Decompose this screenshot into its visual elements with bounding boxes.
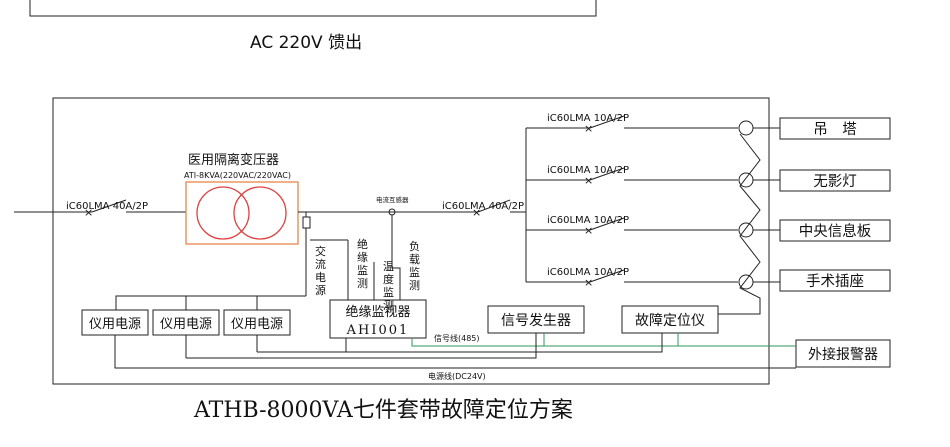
- svg-text:×: ×: [584, 224, 593, 237]
- branch-2-load-label: 无影灯: [813, 173, 857, 190]
- dc-tap-row: [186, 333, 537, 359]
- branch-1: × iC60LMA 10A/2P 吊 塔: [526, 113, 891, 140]
- branch-3-load-box: [779, 219, 891, 242]
- transformer-secondary-coil: [233, 186, 287, 240]
- branch-2: × iC60LMA 10A/2P 无影灯: [526, 165, 891, 192]
- branch-3: × iC60LMA 10A/2P 中央信息板: [526, 215, 891, 242]
- branch-4-load-box: [779, 269, 891, 292]
- dc-power-line: [114, 335, 796, 369]
- branch-1-load-box: [779, 117, 891, 140]
- main-breaker-label: iC60LMA 40A/2P: [66, 201, 148, 212]
- current-transformer-label: 电流互感器: [376, 195, 409, 204]
- insulation-monitor-model: AHI001: [346, 323, 410, 338]
- diagram-caption: ATHB-8000VA七件套带故障定位方案: [193, 398, 573, 423]
- ac-power-label: 交流电源: [315, 244, 326, 297]
- power-line-label: 电源线(DC24V): [428, 371, 486, 381]
- transformer-box: [185, 181, 299, 245]
- insulation-monitor-title: 绝缘监视器: [345, 304, 410, 320]
- transformer-primary-coil: [196, 186, 250, 240]
- svg-text:×: ×: [584, 122, 593, 135]
- insulation-label: 绝缘监测: [357, 237, 368, 290]
- feed-label: AC 220V 馈出: [250, 33, 362, 53]
- branch-2-breaker-label: iC60LMA 10A/2P: [547, 165, 629, 176]
- transformer-model: ATI-8KVA(220VAC/220VAC): [184, 171, 291, 180]
- fault-locator-label: 故障定位仪: [635, 313, 705, 329]
- ac-supply-line: [115, 295, 306, 310]
- second-breaker-switch: [477, 199, 511, 213]
- main-breaker-switch: [91, 199, 127, 213]
- branch-4-load-label: 手术插座: [806, 273, 864, 290]
- power-module-3-label: 仪用电源: [231, 317, 283, 332]
- second-breaker-cross: ×: [472, 206, 481, 219]
- fault-locator-box: [621, 305, 719, 334]
- temperature-label: 温度监测: [383, 260, 394, 312]
- panel-border: [52, 97, 770, 385]
- breaker-cross: ×: [84, 206, 93, 219]
- upper-box-edge: [29, 0, 597, 17]
- signal-line-label: 信号线(485): [434, 333, 480, 343]
- branch-1-breaker-label: iC60LMA 10A/2P: [547, 113, 629, 124]
- branch-2-load-box: [779, 169, 891, 192]
- transformer-title: 医用隔离变压器: [188, 152, 279, 168]
- signal-line-485: [411, 338, 796, 347]
- branch-4: × iC60LMA 10A/2P 手术插座: [526, 267, 891, 292]
- branch-3-load-label: 中央信息板: [799, 222, 872, 240]
- ac-tap-fuse: [302, 216, 311, 229]
- fault-locator-wiring: [718, 133, 761, 315]
- branch-4-breaker-label: iC60LMA 10A/2P: [547, 267, 629, 278]
- svg-text:×: ×: [584, 174, 593, 187]
- branch-1-load-label: 吊 塔: [813, 121, 857, 138]
- power-module-2-label: 仪用电源: [160, 317, 212, 332]
- second-breaker-label: iC60LMA 40A/2P: [442, 201, 524, 212]
- insulation-monitor-box: [329, 299, 427, 339]
- external-alarm-box: [795, 339, 891, 368]
- signal-generator-label: 信号发生器: [501, 313, 571, 329]
- load-label: 负载监测: [409, 239, 420, 292]
- load-monitor-line: [391, 215, 401, 300]
- power-module-1-label: 仪用电源: [89, 317, 141, 332]
- svg-text:×: ×: [584, 276, 593, 289]
- dc-tap-row-2: [257, 333, 663, 353]
- branch-1-terminal: [738, 120, 754, 136]
- external-alarm-label: 外接报警器: [808, 346, 878, 363]
- branch-3-breaker-label: iC60LMA 10A/2P: [547, 215, 629, 226]
